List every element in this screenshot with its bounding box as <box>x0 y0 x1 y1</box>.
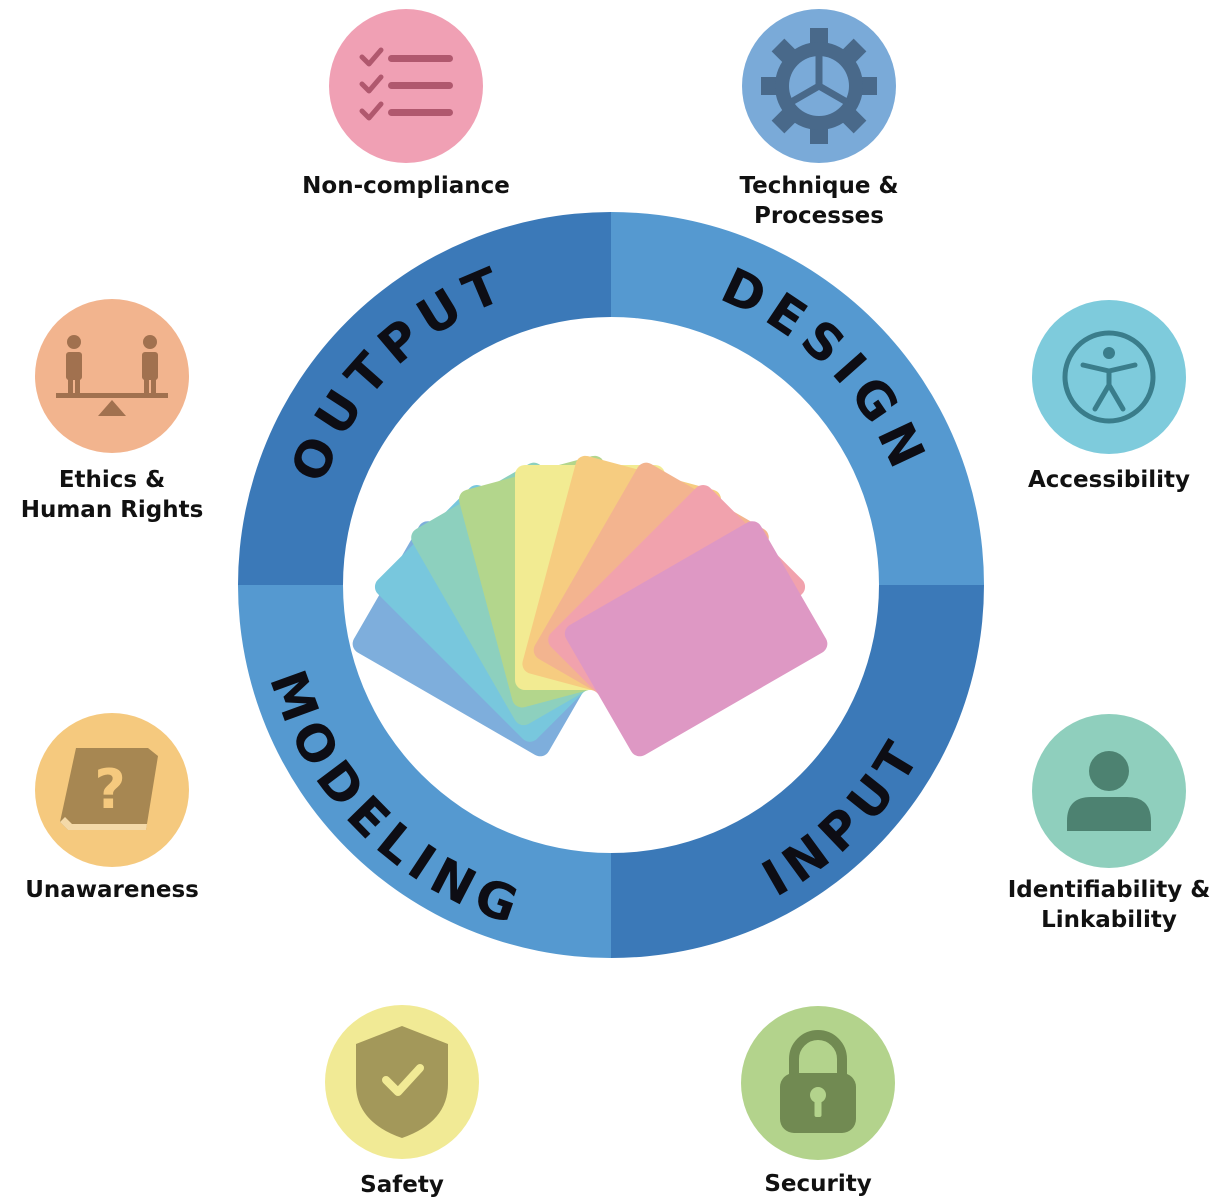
category-label-line2: Linkability <box>1041 907 1177 933</box>
category-non-compliance[interactable]: Non-compliance <box>302 9 510 199</box>
ring-segment-input[interactable] <box>611 585 984 958</box>
badge-circle <box>35 299 189 453</box>
category-safety[interactable]: Safety <box>325 1005 479 1198</box>
category-label: Accessibility <box>1028 467 1190 493</box>
category-label: Identifiability & <box>1008 877 1211 903</box>
question-book-icon: ? <box>60 748 158 830</box>
shield-check-icon <box>356 1026 448 1138</box>
lock-icon <box>780 1030 856 1133</box>
category-ethics-human-rights[interactable]: Ethics & Human Rights <box>21 299 204 523</box>
accessibility-icon <box>1062 330 1156 424</box>
category-badges: Non-compliance <box>21 9 1211 1198</box>
balance-scale-icon <box>56 335 168 416</box>
category-technique-processes[interactable]: Technique & Processes <box>739 9 899 229</box>
card-fan <box>352 455 828 757</box>
fan-card <box>564 521 828 757</box>
question-mark-glyph: ? <box>94 758 125 821</box>
category-label-line2: Processes <box>754 203 884 229</box>
category-identifiability-linkability[interactable]: Identifiability & Linkability <box>1008 714 1211 933</box>
category-label: Non-compliance <box>302 173 510 199</box>
ring-segment-output[interactable] <box>238 212 611 585</box>
category-label: Unawareness <box>25 877 199 903</box>
category-accessibility[interactable]: Accessibility <box>1028 300 1190 493</box>
category-label: Security <box>764 1171 871 1197</box>
category-label-line2: Human Rights <box>21 497 204 523</box>
category-unawareness[interactable]: ? Unawareness <box>25 713 199 903</box>
checklist-icon <box>359 47 453 121</box>
ring-segment-modeling[interactable] <box>238 585 611 958</box>
category-security[interactable]: Security <box>741 1006 895 1197</box>
person-icon <box>1067 751 1151 831</box>
category-label: Ethics & <box>59 467 165 493</box>
category-label: Safety <box>360 1172 444 1198</box>
ring-segment-design[interactable] <box>611 212 984 585</box>
gear-icon <box>761 28 877 144</box>
category-label: Technique & <box>739 173 898 199</box>
